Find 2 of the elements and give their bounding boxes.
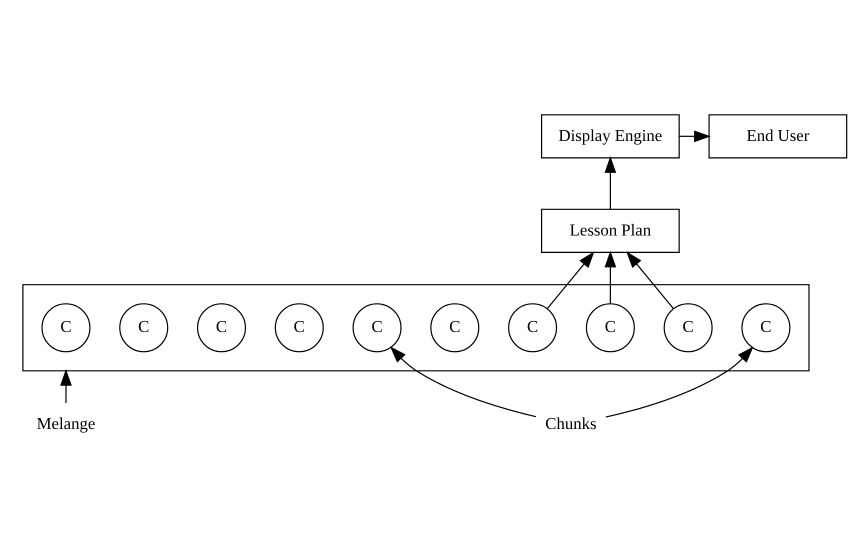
node-text: Melange [36,414,96,433]
node-text: Chunks [545,414,596,433]
